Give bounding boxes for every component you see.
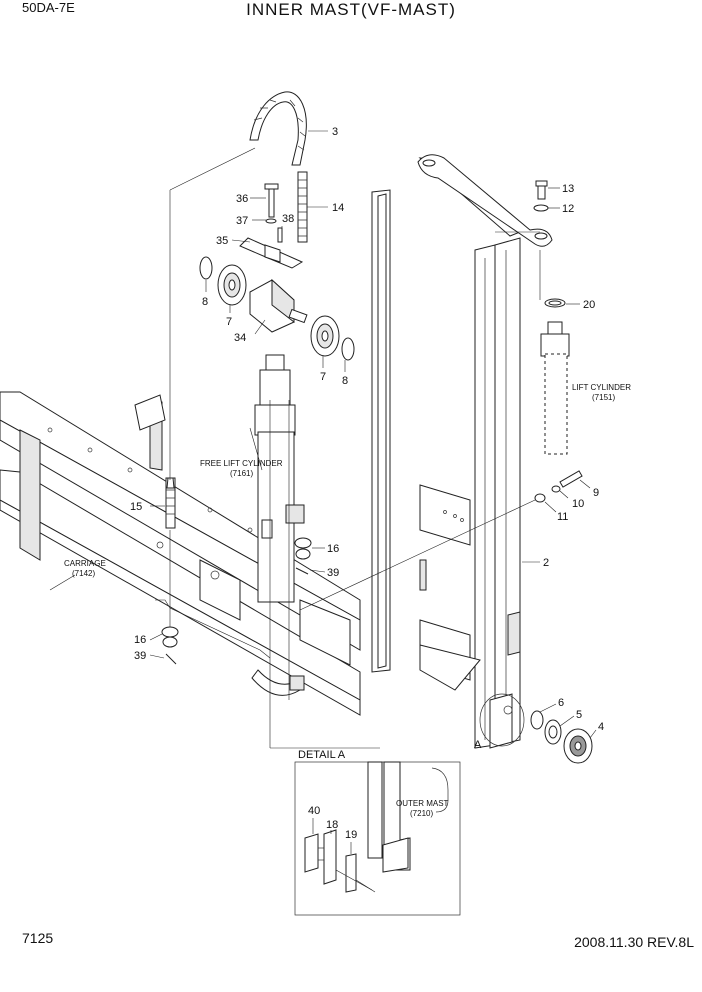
lift-cylinder: [540, 298, 570, 455]
callout-13: 13: [562, 183, 574, 195]
lift-cylinder-ref: (7151): [592, 393, 615, 402]
free-lift-cylinder: [254, 354, 305, 700]
free-lift-cylinder-label: FREE LIFT CYLINDER: [200, 459, 283, 468]
callout-15: 15: [130, 501, 142, 513]
model-code: 50DA-7E: [22, 0, 75, 15]
component-labels: LIFT CYLINDER (7151) FREE LIFT CYLINDER …: [64, 383, 631, 578]
callout-3: 3: [332, 126, 338, 138]
callout-18: 18: [326, 819, 338, 831]
detail-a-box: DETAIL A OUTER MAST (7210) 40 18 19: [294, 749, 461, 916]
side-bolt: [299, 470, 583, 611]
leader-lines: [49, 130, 597, 749]
callout-7-left: 7: [226, 316, 232, 328]
callout-12: 12: [562, 203, 574, 215]
outer-mast-ref: (7210): [410, 809, 433, 818]
callout-8-right: 8: [342, 375, 348, 387]
callout-14: 14: [332, 202, 344, 214]
callout-10: 10: [572, 498, 584, 510]
top-bolt: [533, 180, 549, 212]
callout-39-left: 39: [134, 650, 146, 662]
carriage-ref: (7142): [72, 569, 95, 578]
callout-19: 19: [345, 829, 357, 841]
roller-parts: [530, 710, 593, 764]
detail-a-circle: [479, 693, 525, 747]
sheave-shaft: [249, 278, 308, 333]
page-number: 7125: [22, 930, 54, 946]
lift-cylinder-label: LIFT CYLINDER: [572, 383, 631, 392]
callout-9: 9: [593, 487, 599, 499]
callout-a: A: [474, 739, 482, 751]
free-lift-cylinder-ref: (7161): [230, 469, 253, 478]
lift-chain: [249, 91, 308, 243]
callout-35: 35: [216, 235, 228, 247]
outer-mast-label: OUTER MAST: [396, 799, 449, 808]
callout-7-right: 7: [320, 371, 326, 383]
callout-11: 11: [557, 511, 568, 523]
callout-5: 5: [576, 709, 582, 721]
chain-bracket: [239, 183, 304, 269]
callout-4: 4: [598, 721, 604, 733]
chain-anchor-left: [161, 477, 179, 665]
callout-37: 37: [236, 215, 248, 227]
revision-date: 2008.11.30 REV.8L: [574, 934, 694, 950]
callout-20: 20: [583, 299, 595, 311]
callout-39-right: 39: [327, 567, 339, 579]
callouts: 3 13 12 36 14 37 38 35 8 7 34 7 8 20 9 1…: [130, 126, 604, 751]
sheave-left: [199, 256, 247, 306]
callout-2: 2: [543, 557, 549, 569]
detail-a-title: DETAIL A: [298, 749, 346, 761]
callout-16-right: 16: [327, 543, 339, 555]
page-title: INNER MAST(VF-MAST): [246, 0, 456, 19]
carriage-label: CARRIAGE: [64, 559, 106, 568]
free-lift-nuts: [294, 537, 312, 575]
callout-40: 40: [308, 805, 320, 817]
callout-6: 6: [558, 697, 564, 709]
sheave-right: [310, 315, 355, 361]
callout-8-left: 8: [202, 296, 208, 308]
callout-38: 38: [282, 213, 294, 225]
inner-mast: [371, 154, 553, 749]
callout-34: 34: [234, 332, 246, 344]
callout-16-left: 16: [134, 634, 146, 646]
callout-36: 36: [236, 193, 248, 205]
